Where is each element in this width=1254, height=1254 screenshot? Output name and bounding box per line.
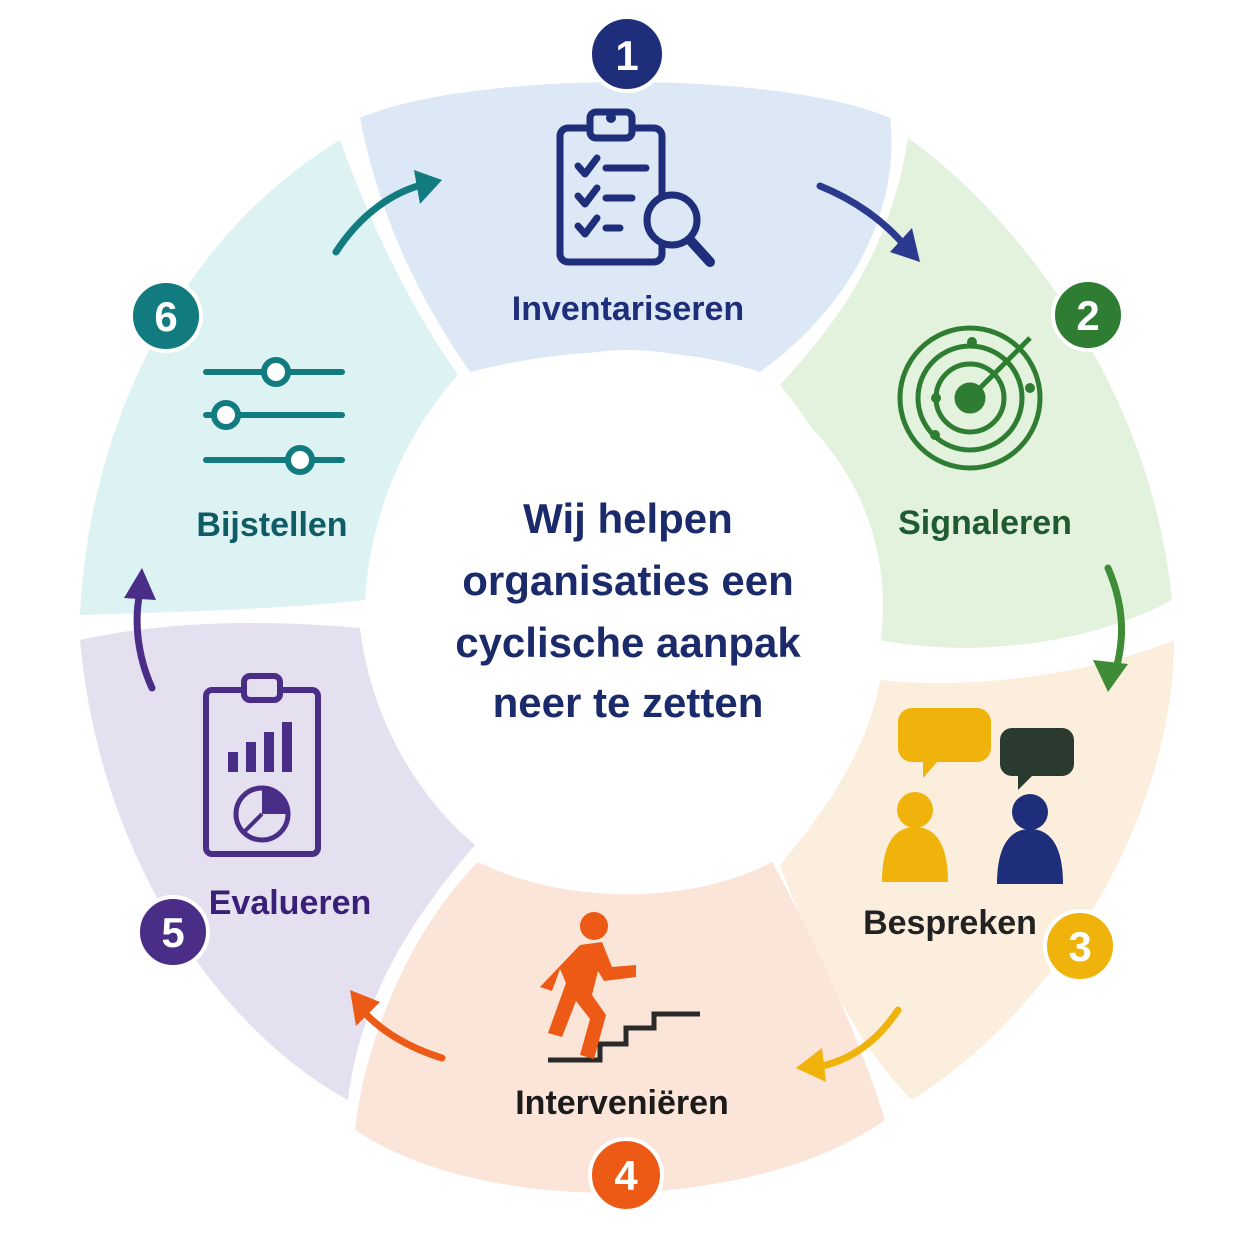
radar-icon	[897, 325, 1043, 471]
label-signaleren: Signaleren	[898, 504, 1072, 542]
clipboard-chart-icon	[203, 673, 321, 857]
arrow-4-to-5-head	[350, 990, 380, 1026]
number-badges: 1 2 3 4 5 6	[129, 15, 1125, 1213]
arrow-2-to-3-head	[1093, 660, 1128, 692]
center-line-3: cyclische aanpak	[455, 619, 801, 666]
arrow-6-to-1-head	[414, 170, 442, 204]
arrow-2-to-3	[1104, 564, 1125, 676]
center-line-1: Wij helpen	[523, 495, 733, 542]
segment-bespreken	[780, 640, 1175, 1100]
badge-3: 3	[1043, 909, 1117, 983]
label-bijstellen: Bijstellen	[196, 506, 347, 544]
segment-interveni	[355, 862, 885, 1193]
badge-4: 4	[588, 1137, 664, 1213]
segment-evalueren	[80, 623, 475, 1100]
arrow-1-to-2	[816, 182, 909, 250]
label-bespreken: Bespreken	[863, 904, 1037, 942]
badge-number-2: 2	[1076, 292, 1099, 339]
label-interveni: Interveniëren	[515, 1084, 729, 1122]
badge-number-4: 4	[614, 1152, 638, 1199]
label-inventariseren: Inventariseren	[512, 290, 744, 328]
badge-2: 2	[1051, 278, 1125, 352]
person-climbing-stairs-icon	[540, 912, 700, 1063]
arrow-3-to-4-head	[796, 1048, 826, 1082]
badge-1: 1	[588, 15, 666, 93]
arrow-5-to-6	[133, 588, 156, 692]
segment-inventariseren	[360, 82, 892, 372]
center-line-2: organisaties een	[462, 557, 793, 604]
arrow-4-to-5	[358, 1006, 446, 1062]
badge-number-5: 5	[161, 909, 184, 956]
arrow-6-to-1	[332, 180, 429, 256]
badge-5: 5	[136, 895, 210, 969]
center-text: Wij helpen organisaties een cyclische aa…	[455, 495, 801, 726]
arrow-5-to-6-head	[124, 568, 156, 600]
step-labels: Inventariseren Signaleren Bespreken Inte…	[196, 290, 1072, 1122]
cycle-arrows	[124, 170, 1128, 1082]
ring-segments	[80, 82, 1175, 1193]
people-speech-bubbles-icon	[882, 708, 1074, 884]
arrow-1-to-2-head	[890, 228, 920, 262]
sliders-icon	[203, 357, 345, 475]
badge-number-6: 6	[154, 293, 177, 340]
center-circle	[373, 350, 883, 860]
clipboard-checklist-magnifier-icon	[556, 108, 715, 267]
badge-number-3: 3	[1068, 923, 1091, 970]
center-line-4: neer te zetten	[493, 679, 764, 726]
label-evalueren: Evalueren	[209, 884, 372, 922]
badge-number-1: 1	[615, 32, 638, 79]
badge-6: 6	[129, 279, 203, 353]
